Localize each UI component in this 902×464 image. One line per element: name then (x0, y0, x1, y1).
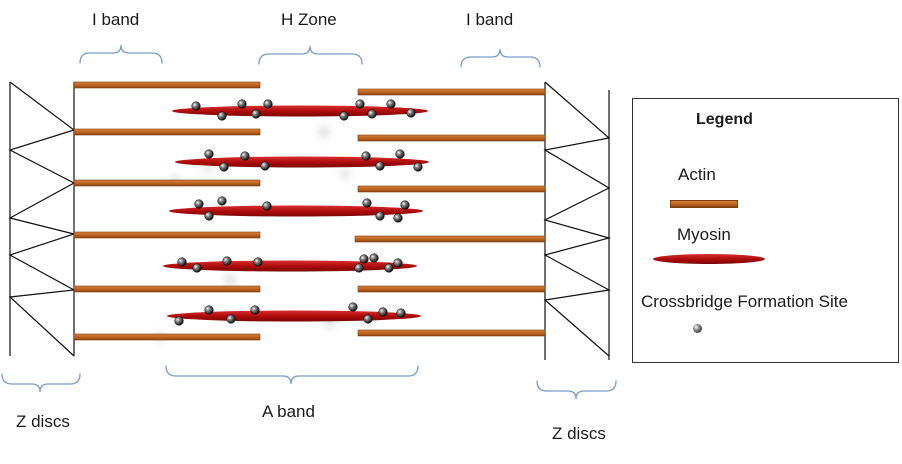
legend-crossbridge-label: Crossbridge Formation Site (641, 292, 848, 311)
crossbridge-bead (222, 256, 232, 266)
legend-title: Legend (696, 111, 753, 128)
crossbridge-bead (204, 305, 214, 315)
crossbridge-bead (240, 151, 250, 161)
crossbridge-bead (355, 99, 365, 109)
actin-filaments (73, 81, 546, 341)
crossbridge-bead (348, 302, 358, 312)
legend-actin-label: Actin (678, 165, 716, 184)
actin-left-6 (73, 333, 261, 341)
crossbridge-bead (250, 305, 260, 315)
crossbridge-bead (400, 200, 410, 210)
crossbridge-bead (204, 149, 214, 159)
crossbridge-sites (174, 99, 423, 326)
crossbridge-bead (393, 258, 403, 268)
crossbridge-bead (413, 162, 423, 172)
crossbridge-bead (354, 263, 364, 273)
crossbridge-bead (395, 149, 405, 159)
actin-left-4 (73, 231, 261, 239)
crossbridge-bead (363, 314, 373, 324)
crossbridge-bead (393, 213, 403, 223)
legend-crossbridge-bead (693, 324, 702, 333)
crossbridge-bead (375, 161, 385, 171)
crossbridge-bead (237, 99, 247, 109)
myosin-1 (172, 105, 428, 117)
actin-left-1 (73, 81, 261, 89)
crossbridge-bead (191, 101, 201, 111)
crossbridge-bead (226, 314, 236, 324)
crossbridge-bead (359, 254, 369, 264)
crossbridge-bead (192, 263, 202, 273)
crossbridge-bead (204, 211, 214, 221)
crossbridge-bead (253, 257, 263, 267)
myosin-3 (169, 205, 423, 217)
actin-right-2 (357, 134, 546, 142)
i-band-right-label: I band (466, 10, 514, 29)
actin-left-5 (73, 285, 261, 293)
crossbridge-bead (339, 111, 349, 121)
h-zone-bracket (258, 45, 363, 65)
legend-box: Legend Actin Myosin Crossbridge Formatio… (632, 98, 899, 363)
crossbridge-bead (378, 307, 388, 317)
h-zone-label: H Zone (281, 10, 337, 29)
legend-myosin-swatch (653, 254, 765, 264)
crossbridge-bead (260, 161, 270, 171)
i-band-right-bracket (460, 48, 541, 68)
z-discs-left-bracket (1, 373, 81, 393)
crossbridge-bead (375, 211, 385, 221)
crossbridge-bead (217, 196, 227, 206)
crossbridge-bead (384, 263, 394, 273)
crossbridge-bead (406, 108, 416, 118)
actin-left-3 (73, 179, 261, 187)
crossbridge-bead (396, 308, 406, 318)
actin-right-1 (357, 88, 546, 96)
crossbridge-bead (174, 316, 184, 326)
myosin-2 (175, 156, 429, 168)
crossbridge-bead (367, 109, 377, 119)
z-discs-right-label: Z discs (552, 424, 606, 443)
actin-right-6 (357, 329, 546, 337)
actin-right-4 (354, 235, 546, 243)
crossbridge-bead (262, 201, 272, 211)
z-disc-lines (8, 81, 612, 360)
crossbridge-bead (217, 111, 227, 121)
z-discs-right-bracket (536, 380, 617, 400)
z-disc-left-zigzag (8, 81, 77, 357)
i-band-left-bracket (79, 44, 163, 64)
crossbridge-bead (361, 151, 371, 161)
actin-right-3 (357, 185, 546, 193)
legend-myosin-label: Myosin (677, 225, 731, 244)
actin-right-5 (357, 285, 546, 293)
crossbridge-bead (362, 198, 372, 208)
z-disc-right-zigzag (543, 81, 612, 357)
crossbridge-bead (369, 253, 379, 263)
crossbridge-bead (194, 199, 204, 209)
legend-actin-swatch (670, 200, 738, 208)
z-discs-left-label: Z discs (16, 412, 70, 431)
a-band-label: A band (262, 402, 315, 421)
region-brackets (1, 44, 617, 400)
crossbridge-bead (263, 99, 273, 109)
crossbridge-bead (251, 109, 261, 119)
crossbridge-bead (386, 99, 396, 109)
actin-left-2 (73, 128, 261, 136)
crossbridge-bead (177, 257, 187, 267)
a-band-bracket (165, 365, 419, 385)
crossbridge-bead (219, 162, 229, 172)
i-band-left-label: I band (92, 10, 140, 29)
